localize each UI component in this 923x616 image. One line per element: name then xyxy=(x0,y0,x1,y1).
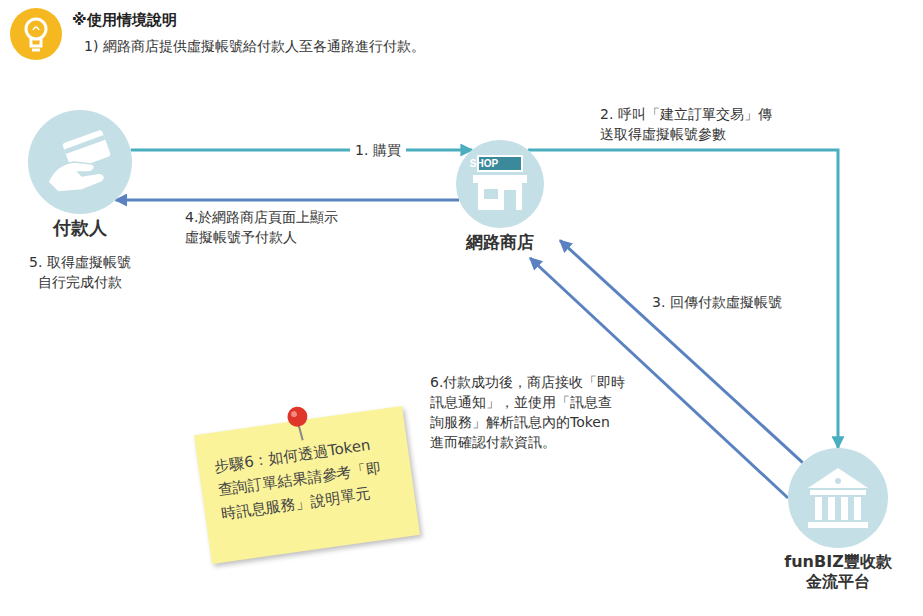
flow-arrow xyxy=(115,199,459,202)
platform-node: funBIZ豐收款 金流平台 xyxy=(768,448,908,598)
subtitle: 1) 網路商店提供虛擬帳號給付款人至各通路進行付款。 xyxy=(84,36,425,56)
shop-sign: SHOP xyxy=(462,156,506,171)
step-label: 1. 購買 xyxy=(350,140,406,160)
node-icon xyxy=(28,110,132,214)
step-label: 4.於網路商店頁面上顯示 虛擬帳號予付款人 xyxy=(185,207,375,247)
node-label: 網路商店 xyxy=(440,232,560,252)
step-label: 6.付款成功後，商店接收「即時 訊息通知」，並使用「訊息查 詢服務」解析訊息內的… xyxy=(430,372,638,452)
node-label: 步驟6：如何透過Token 查詢訂單結果請參考「即 時訊息服務」說明單元 xyxy=(213,430,397,526)
sticky-note: 步驟6：如何透過Token 查詢訂單結果請參考「即 時訊息服務」說明單元 xyxy=(194,406,420,564)
payer-node: 付款人 xyxy=(20,110,140,244)
node-icon xyxy=(456,140,544,228)
step-label: 2. 呼叫「建立訂單交易」傳 送取得虛擬帳號參數 xyxy=(600,104,800,144)
node-label: 付款人 xyxy=(20,218,140,238)
title: ※使用情境說明 xyxy=(72,10,177,30)
step-note: 5. 取得虛擬帳號 自行完成付款 xyxy=(20,252,140,292)
icon-figure xyxy=(456,140,544,228)
icon-figure xyxy=(788,448,888,548)
node-label: funBIZ豐收款 金流平台 xyxy=(768,552,908,592)
push-pin xyxy=(276,400,321,445)
icon-figure xyxy=(28,110,132,214)
node-icon xyxy=(788,448,888,548)
lightbulb-icon xyxy=(10,8,62,60)
shop-node: 網路商店 xyxy=(440,140,560,258)
step-label: 3. 回傳付款虛擬帳號 xyxy=(652,292,782,312)
flow-arrow xyxy=(131,149,472,152)
